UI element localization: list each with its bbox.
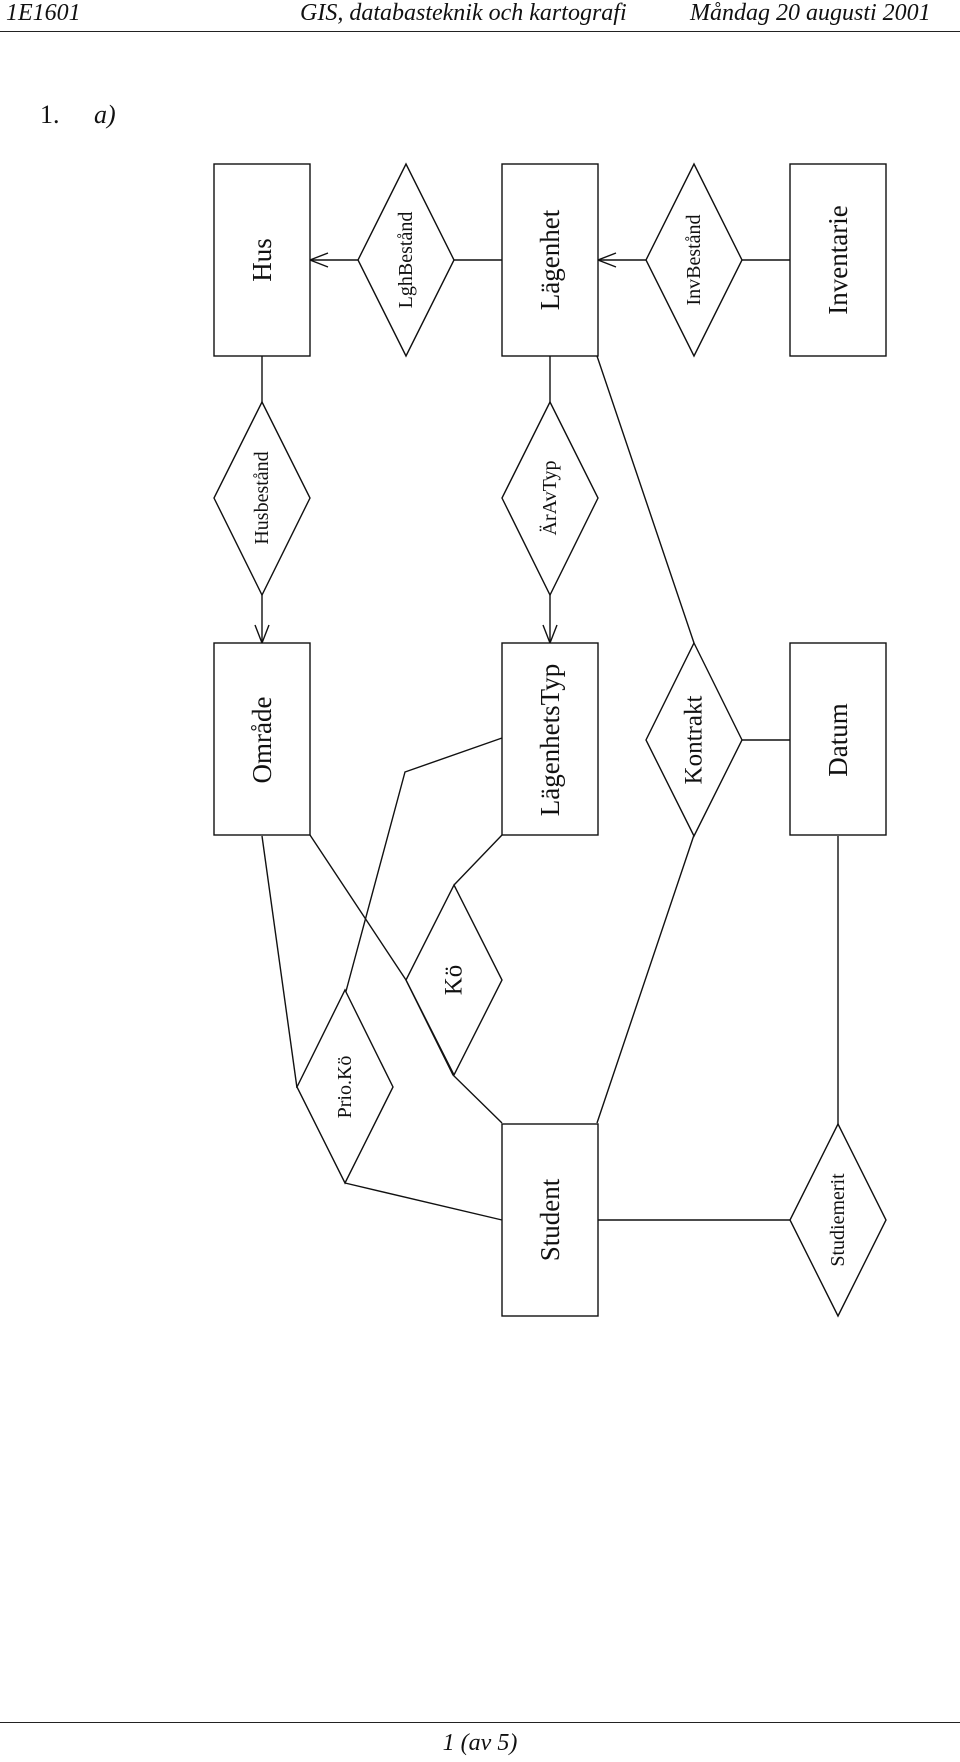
relationship-ko-label: Kö [441,965,468,996]
footer-rule [0,1722,960,1723]
relationship-studiemerit-label: Studiemerit [827,1173,849,1267]
relationship-lghbestand [357,162,455,358]
entity-lagenhet [501,163,599,357]
entity-inventarie [789,163,887,357]
edge-prioko-student [344,1182,503,1221]
problem-number: 1. [40,100,60,129]
page-number: 1 (av 5) [442,1730,518,1756]
entity-datum-label: Datum [823,703,853,777]
edge-ko-lagenhetstyp [453,834,503,886]
relationship-kontrakt [645,641,743,838]
relationship-husbestand [213,400,311,597]
header-course-name: GIS, databasteknik och kartografi [300,0,627,26]
relationship-invbestand-label: InvBestånd [683,214,705,305]
relationship-aravtyp-label: ÄrAvTyp [538,461,561,536]
entity-omrade-label: Område [247,697,277,784]
relationship-aravtyp [501,400,599,597]
entity-lagenhetstyp [501,642,599,836]
relationship-kontrakt-label: Kontrakt [681,696,708,785]
entity-student [501,1123,599,1317]
relationship-lghbestand-label: LghBestånd [395,212,417,309]
edge-lagenhet-kontrakt [596,355,695,644]
entity-hus [213,163,311,357]
edge-omrade-prioko [261,835,298,1089]
relationship-prioko-label: Prio.Kö [334,1056,356,1119]
entity-lagenhetstyp-label: LägenhetsTyp [535,664,565,817]
entity-datum [789,642,887,836]
header-date: Måndag 20 augusti 2001 [690,0,931,26]
entity-omrade [213,642,311,836]
problem-label: 1. a) [40,100,116,130]
entity-hus-label: Hus [247,238,277,282]
relationship-studiemerit [789,1122,887,1318]
relationship-invbestand [645,162,743,358]
edge-kontrakt-student [596,834,695,1124]
entity-student-label: Student [535,1178,565,1261]
header-rule [0,31,960,32]
relationship-prioko [296,988,394,1185]
relationship-ko [405,883,503,1077]
header-course-code: 1E1601 [6,0,81,26]
entity-lagenhet-label: Lägenhet [535,209,565,310]
problem-part: a) [94,100,116,129]
edge-prioko-lagenhetstyp [344,737,503,996]
entity-inventarie-label: Inventarie [823,205,853,314]
relationship-husbestand-label: Husbestånd [251,451,273,544]
